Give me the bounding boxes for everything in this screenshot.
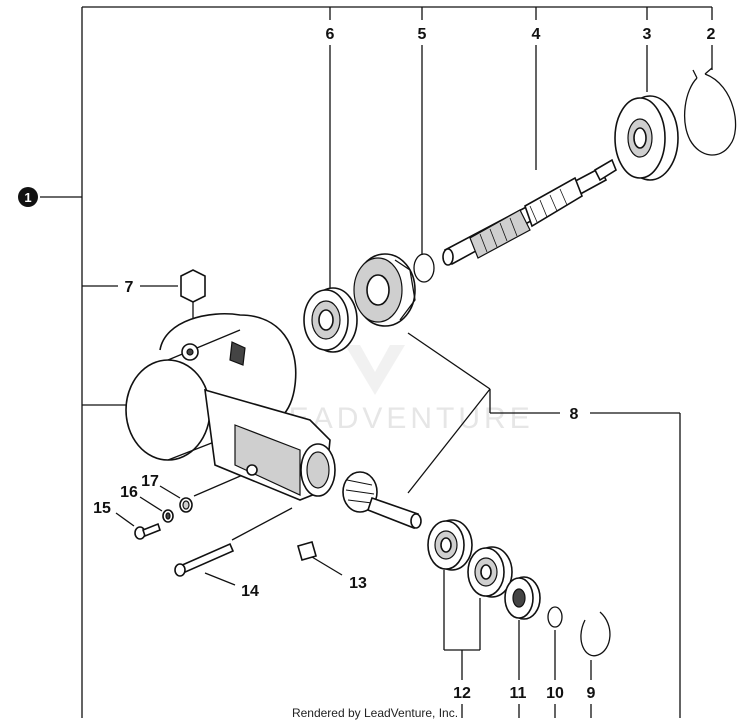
bolt-part-14 — [174, 542, 235, 577]
callout-5-label: 5 — [418, 26, 427, 43]
ring-part-10 — [547, 606, 563, 628]
callout-17-label: 17 — [141, 473, 159, 490]
callout-6-label: 6 — [326, 26, 335, 43]
retaining-ring-part-5 — [413, 253, 435, 283]
callout-15-label: 15 — [93, 500, 111, 517]
callout-16-label: 16 — [120, 484, 138, 501]
callout-10-label: 10 — [546, 685, 564, 702]
callout-3-label: 3 — [643, 26, 652, 43]
leader-lines — [40, 6, 713, 718]
callout-1: 1 — [18, 187, 38, 207]
callout-11-label: 11 — [510, 685, 527, 702]
shaft-part-4 — [442, 158, 617, 266]
gear-housing — [125, 312, 336, 501]
pinion-gear-lower — [342, 471, 422, 530]
washer-part-16 — [162, 509, 174, 523]
callout-7-label: 7 — [125, 279, 134, 296]
callout-4-label: 4 — [532, 26, 541, 43]
bearing-part-3 — [614, 95, 679, 181]
snap-ring-part-2 — [684, 67, 737, 156]
bearing-part-6 — [303, 287, 358, 353]
bevel-gear-upper — [353, 253, 416, 327]
footer-credit: Rendered by LeadVenture, Inc. — [292, 706, 458, 720]
callout-9-label: 9 — [587, 685, 596, 702]
washer-part-13 — [297, 541, 317, 561]
bearings-part-12 — [427, 519, 513, 598]
screw-part-15 — [134, 522, 161, 540]
bearing-part-11 — [504, 576, 541, 620]
callout-14-label: 14 — [241, 583, 259, 600]
callout-1-label: 1 — [24, 190, 31, 205]
washer-part-17 — [179, 497, 193, 513]
snap-ring-part-9 — [580, 611, 611, 657]
callout-2-label: 2 — [707, 26, 716, 43]
callout-13-label: 13 — [349, 575, 367, 592]
watermark-logo — [345, 345, 405, 395]
callout-8-label: 8 — [570, 406, 579, 423]
callout-12-label: 12 — [453, 685, 471, 702]
